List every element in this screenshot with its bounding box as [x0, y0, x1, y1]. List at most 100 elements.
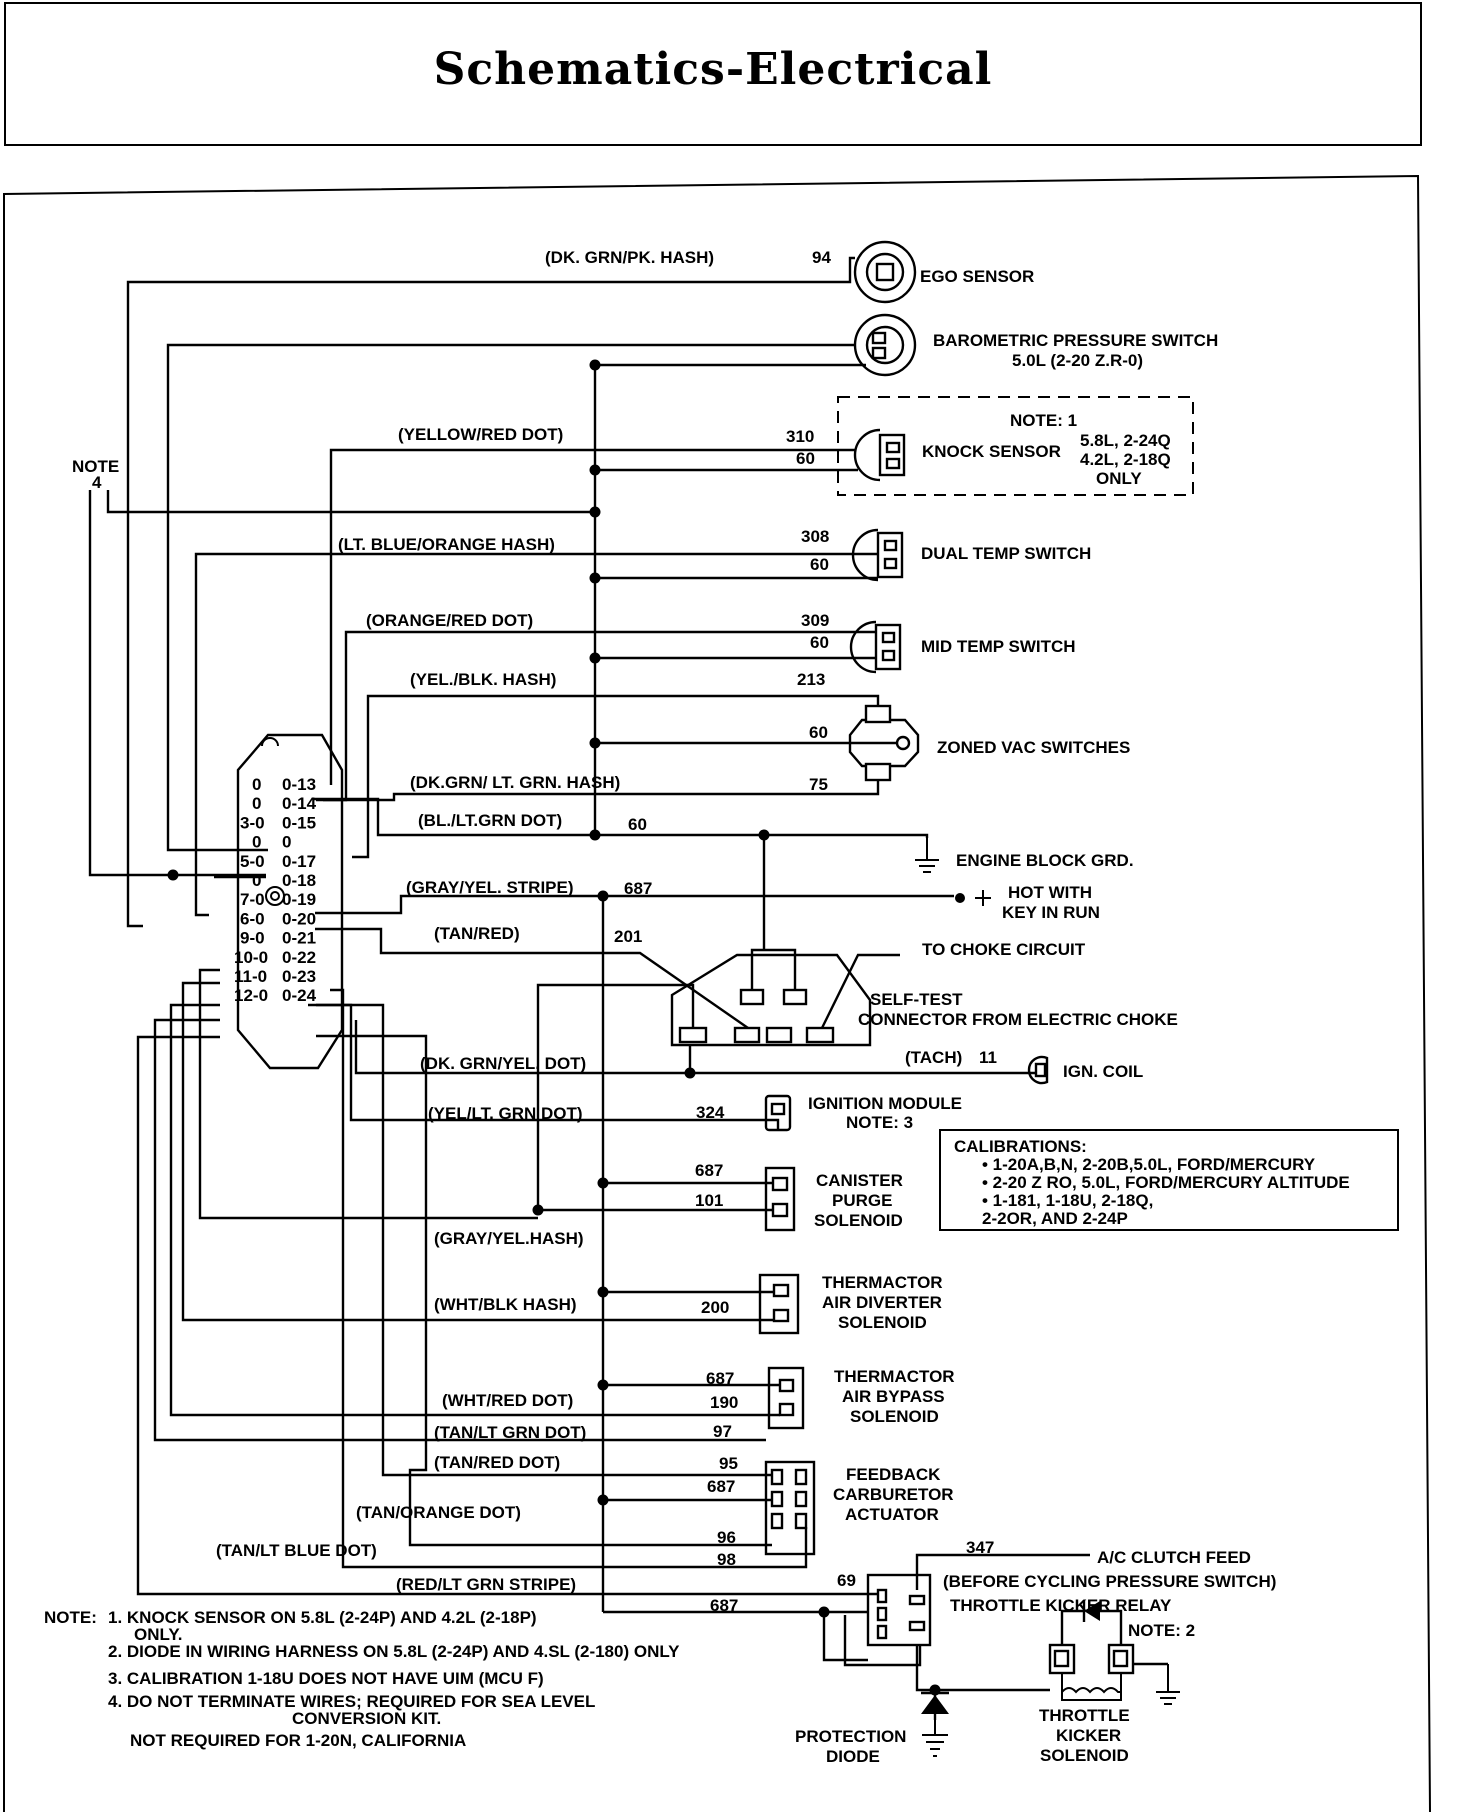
circuit-310: 310	[786, 427, 814, 446]
label-ign-mod-2: NOTE: 3	[846, 1113, 913, 1132]
label-zoned-vac: ZONED VAC SWITCHES	[937, 738, 1130, 757]
pin-label-right: 0-13	[282, 775, 316, 794]
thermactor-diverter-symbol	[758, 1273, 800, 1335]
page-title: Schematics-Electrical	[433, 44, 993, 95]
wire-segment	[329, 448, 856, 785]
circuit-94: 94	[812, 248, 831, 267]
circuit-687a: 687	[624, 879, 652, 898]
circuit-11: 11	[979, 1048, 997, 1067]
label-tks-2: KICKER	[1056, 1726, 1121, 1745]
wire-red-ltgrn: (RED/LT GRN STRIPE)	[396, 1575, 576, 1594]
pin-label-right: 0-21	[282, 929, 316, 948]
wire-segment	[750, 835, 797, 990]
label-fca-1: FEEDBACK	[846, 1465, 941, 1484]
label-tad-1: THERMACTOR	[822, 1273, 943, 1292]
wire-segment	[354, 1020, 690, 1075]
calibrations-title: CALIBRATIONS:	[954, 1137, 1087, 1156]
note-1b: ONLY.	[134, 1625, 183, 1644]
wire-yel-blk: (YEL./BLK. HASH)	[410, 670, 556, 689]
splice-dot	[597, 1379, 609, 1391]
label-knock: KNOCK SENSOR	[922, 442, 1061, 461]
pin-label-left: 10-0	[234, 948, 268, 967]
calibrations-box	[939, 1129, 1399, 1231]
circuit-97: 97	[713, 1422, 732, 1441]
hot-key-terminal	[955, 890, 991, 906]
circuit-201: 201	[614, 927, 642, 946]
splice-dot	[818, 1606, 830, 1618]
ecu-connector-symbol	[236, 733, 344, 1070]
wire-segment	[1100, 1609, 1123, 1645]
wire-segment	[1060, 1609, 1084, 1645]
circuit-69: 69	[837, 1571, 856, 1590]
wire-segment	[153, 1018, 766, 1442]
protection-diode-symbol	[921, 1691, 949, 1714]
circuit-687c: 687	[706, 1369, 734, 1388]
wire-segment	[106, 490, 595, 514]
circuit-347: 347	[966, 1538, 994, 1557]
thermactor-bypass-symbol	[767, 1366, 805, 1430]
splice-dot	[589, 572, 601, 584]
pin-label-right: 0-17	[282, 852, 316, 871]
label-tab-1: THERMACTOR	[834, 1367, 955, 1386]
label-tks-3: SOLENOID	[1040, 1746, 1129, 1765]
pin-label-right: 0-24	[282, 986, 317, 1005]
circuit-60a: 60	[796, 449, 815, 468]
kicker-ground-symbol	[1156, 1664, 1180, 1705]
wire-segment	[181, 981, 774, 1322]
circuit-98: 98	[717, 1550, 736, 1569]
pin-label-left: 11-0	[234, 967, 267, 986]
wire-segment	[536, 983, 773, 1212]
label-fca-3: ACTUATOR	[845, 1505, 939, 1524]
wire-segment	[843, 1615, 922, 1667]
engine-block-ground-symbol	[915, 838, 939, 873]
circuit-101: 101	[695, 1191, 723, 1210]
label-note1-l1: 5.8L, 2-24Q	[1080, 431, 1171, 450]
note-4a: 4. DO NOT TERMINATE WIRES; REQUIRED FOR …	[108, 1692, 595, 1711]
calibrations-item-4: 2-2OR, AND 2-24P	[982, 1209, 1128, 1228]
throttle-kicker-solenoid-symbol	[1048, 1643, 1135, 1701]
wire-tan-ltblue: (TAN/LT BLUE DOT)	[216, 1541, 377, 1560]
splice-dot	[589, 737, 601, 749]
note-4c: NOT REQUIRED FOR 1-20N, CALIFORNIA	[130, 1731, 466, 1750]
label-hot-1: HOT WITH	[1008, 883, 1092, 902]
splice-dot	[597, 1177, 609, 1189]
wire-segment	[330, 988, 808, 1569]
notes-head: NOTE:	[44, 1608, 97, 1627]
splice-dot	[589, 464, 601, 476]
pin-label-left: 0	[252, 794, 261, 813]
wire-tach: (TACH)	[905, 1048, 962, 1067]
ego-sensor-symbol	[853, 240, 917, 304]
wire-wht-red: (WHT/RED DOT)	[442, 1391, 573, 1410]
wire-bl-ltgrn: (BL./LT.GRN DOT)	[418, 811, 562, 830]
pin-label-right: 0-22	[282, 948, 316, 967]
ign-coil-symbol	[1027, 1055, 1049, 1085]
ecu-pins: 003-005-007-06-09-010-011-012-00-130-140…	[234, 775, 317, 1005]
splice-dot	[167, 869, 179, 881]
label-baro-1: BAROMETRIC PRESSURE SWITCH	[933, 331, 1218, 350]
canister-purge-symbol	[764, 1166, 796, 1232]
wire-segment	[308, 1003, 772, 1477]
label-tks-1: THROTTLE	[1039, 1706, 1130, 1725]
note4-num: 4	[92, 473, 102, 492]
pin-label-left: 9-0	[240, 929, 265, 948]
circuit-96: 96	[717, 1528, 736, 1547]
throttle-kicker-relay-symbol	[866, 1573, 932, 1647]
circuit-190: 190	[710, 1393, 738, 1412]
wire-segment	[316, 1034, 772, 1547]
circuit-687b: 687	[695, 1161, 723, 1180]
pin-label-left: 5-0	[240, 852, 265, 871]
wire-segment	[313, 797, 595, 837]
wire-segment	[126, 256, 855, 928]
wire-dkgrn-yel: (DK. GRN/YEL. DOT)	[420, 1054, 586, 1073]
wire-segment	[169, 1003, 780, 1417]
splice-dot	[758, 829, 770, 841]
wire-segment	[88, 490, 266, 877]
circuit-60e: 60	[628, 815, 647, 834]
splice-dot	[589, 829, 601, 841]
splice-dot	[597, 1494, 609, 1506]
wire-segment	[194, 552, 878, 917]
label-note1-title: NOTE: 1	[1010, 411, 1077, 430]
label-note2: NOTE: 2	[1128, 1621, 1195, 1640]
pin-label-right: 0-15	[282, 813, 316, 832]
